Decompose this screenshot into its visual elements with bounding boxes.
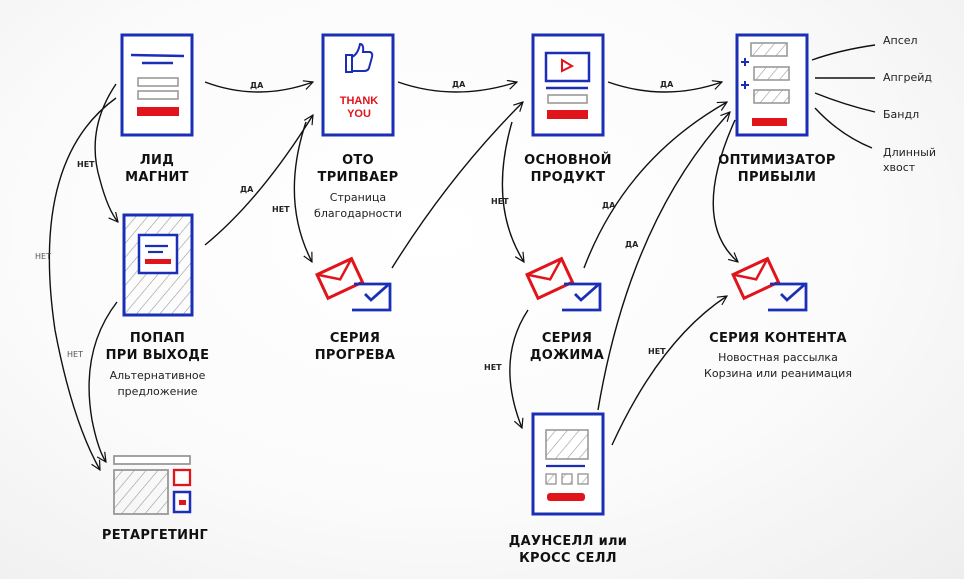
branch-upgrade: Апгрейд bbox=[883, 71, 933, 84]
profit-maximizer-title-line2: ПРИБЫЛИ bbox=[737, 170, 817, 185]
thank-you-line1: THANK bbox=[340, 95, 379, 107]
edge-warmup-series-to-core-product bbox=[391, 102, 523, 269]
edge-label-core-product-profit-maximizer: ДА bbox=[660, 80, 674, 89]
edge-tripwire-to-core-product bbox=[397, 82, 517, 93]
branch-bundle: Бандл bbox=[883, 108, 920, 121]
tripwire-subtitle-line2: благодарности bbox=[314, 207, 402, 220]
edge-exit-popup-to-tripwire bbox=[204, 115, 313, 246]
branch-line-bundle bbox=[814, 92, 876, 113]
lead-magnet-title: ЛИД МАГНИТ bbox=[107, 152, 207, 186]
tripwire-subtitle: Страница благодарности bbox=[298, 190, 418, 222]
exit-popup-title: ПОПАП ПРИ ВЫХОДЕ bbox=[100, 330, 215, 364]
tripwire-subtitle-line1: Страница bbox=[329, 191, 387, 204]
landing-page-form-icon bbox=[120, 33, 194, 137]
exit-popup-subtitle-line1: Альтернативное bbox=[109, 369, 206, 382]
branch-long-tail-line2: хвост bbox=[883, 161, 916, 174]
content-series-subtitle-line2: Корзина или реанимация bbox=[704, 367, 852, 380]
retargeting-title-line1: РЕТАРГЕТИНГ bbox=[101, 528, 209, 543]
edge-core-product-to-profit-maximizer bbox=[607, 82, 722, 93]
edge-label-tripwire-core-product: ДА bbox=[452, 80, 466, 89]
content-series-title-line1: СЕРИЯ КОНТЕНТА bbox=[709, 331, 847, 346]
order-bump-page-icon bbox=[735, 33, 809, 137]
branch-line-long-tail bbox=[814, 107, 873, 149]
retargeting-ads-icon bbox=[113, 455, 192, 515]
branch-long-tail: Длинный хвост bbox=[883, 145, 936, 175]
exit-popup-subtitle: Альтернативное предложение bbox=[95, 368, 220, 400]
edge-label-core-product-closing-series: НЕТ bbox=[491, 197, 509, 206]
edge-label-downsell-profit-maximizer: ДА bbox=[625, 240, 639, 249]
thank-you-line2: YOU bbox=[347, 108, 371, 120]
edge-label-exit-popup-retargeting: НЕТ bbox=[67, 350, 83, 359]
edge-lead-magnet-to-tripwire bbox=[204, 82, 313, 93]
profit-maximizer-title: ОПТИМИЗАТОР ПРИБЫЛИ bbox=[712, 152, 842, 186]
edge-core-product-to-closing-series bbox=[501, 121, 524, 262]
warmup-series-title: СЕРИЯ ПРОГРЕВА bbox=[305, 330, 405, 364]
tripwire-title-line2: ТРИПВАЕР bbox=[317, 170, 399, 185]
warmup-series-title-line1: СЕРИЯ bbox=[329, 331, 381, 346]
branch-upsell: Апсел bbox=[883, 34, 918, 47]
profit-maximizer-title-line1: ОПТИМИЗАТОР bbox=[718, 153, 836, 168]
branch-long-tail-line1: Длинный bbox=[883, 146, 936, 159]
edge-exit-popup-to-retargeting bbox=[88, 301, 118, 462]
tripwire-title: ОТО ТРИПВАЕР bbox=[308, 152, 408, 186]
edge-label-lead-magnet-retargeting: НЕТ bbox=[35, 252, 51, 261]
retargeting-title: РЕТАРГЕТИНГ bbox=[95, 527, 215, 544]
email-envelopes-icon-content bbox=[731, 256, 808, 312]
downsell-title-line1: ДАУНСЕЛЛ или bbox=[508, 534, 628, 549]
edge-downsell-to-profit-maximizer bbox=[597, 112, 730, 411]
core-product-title-line1: ОСНОВНОЙ bbox=[524, 153, 612, 168]
core-product-title-line2: ПРОДУКТ bbox=[530, 170, 606, 185]
edge-profit-maximizer-to-content-series bbox=[712, 119, 738, 262]
lead-magnet-title-line1: ЛИД bbox=[139, 153, 175, 168]
content-series-title: СЕРИЯ КОНТЕНТА bbox=[703, 330, 853, 347]
edge-closing-series-to-downsell bbox=[509, 309, 529, 428]
branch-line-upsell bbox=[811, 44, 876, 61]
edge-label-exit-popup-tripwire: ДА bbox=[240, 185, 254, 194]
edge-lead-magnet-to-retargeting bbox=[48, 97, 117, 470]
edge-label-closing-series-profit-maximizer: ДА bbox=[602, 201, 616, 210]
edges bbox=[48, 44, 876, 470]
edge-closing-series-to-profit-maximizer bbox=[583, 102, 727, 269]
exit-popup-subtitle-line2: предложение bbox=[117, 385, 198, 398]
edge-tripwire-to-warmup-series bbox=[293, 121, 313, 262]
exit-popup-title-line2: ПРИ ВЫХОДЕ bbox=[105, 348, 210, 363]
closing-series-title-line2: ДОЖИМА bbox=[529, 348, 605, 363]
content-series-subtitle-line1: Новостная рассылка bbox=[718, 351, 838, 364]
video-sales-page-icon bbox=[531, 33, 605, 137]
exit-popup-title-line1: ПОПАП bbox=[129, 331, 186, 346]
email-envelopes-icon-warmup bbox=[315, 256, 392, 312]
closing-series-title-line1: СЕРИЯ bbox=[541, 331, 593, 346]
edge-label-tripwire-warmup-series: НЕТ bbox=[272, 205, 290, 214]
edge-label-lead-magnet-tripwire: ДА bbox=[250, 81, 264, 90]
downsell-title: ДАУНСЕЛЛ или КРОСС СЕЛЛ bbox=[503, 533, 633, 567]
edge-label-closing-series-downsell: НЕТ bbox=[484, 363, 502, 372]
lead-magnet-title-line2: МАГНИТ bbox=[125, 170, 189, 185]
edge-downsell-to-content-series bbox=[611, 296, 727, 446]
warmup-series-title-line2: ПРОГРЕВА bbox=[314, 348, 396, 363]
edge-label-lead-magnet-exit-popup: НЕТ bbox=[77, 160, 95, 169]
closing-series-title: СЕРИЯ ДОЖИМА bbox=[517, 330, 617, 364]
tripwire-title-line1: ОТО bbox=[342, 153, 374, 168]
edge-label-downsell-content-series: НЕТ bbox=[648, 347, 666, 356]
content-series-subtitle: Новостная рассылка Корзина или реанимаци… bbox=[693, 350, 863, 382]
product-grid-page-icon bbox=[531, 412, 605, 516]
email-envelopes-icon-closing bbox=[525, 256, 602, 312]
thumbs-up-thank-you-icon: THANK YOU bbox=[321, 33, 395, 137]
popup-overlay-icon bbox=[122, 213, 194, 317]
downsell-title-line2: КРОСС СЕЛЛ bbox=[519, 551, 617, 566]
core-product-title: ОСНОВНОЙ ПРОДУКТ bbox=[513, 152, 623, 186]
